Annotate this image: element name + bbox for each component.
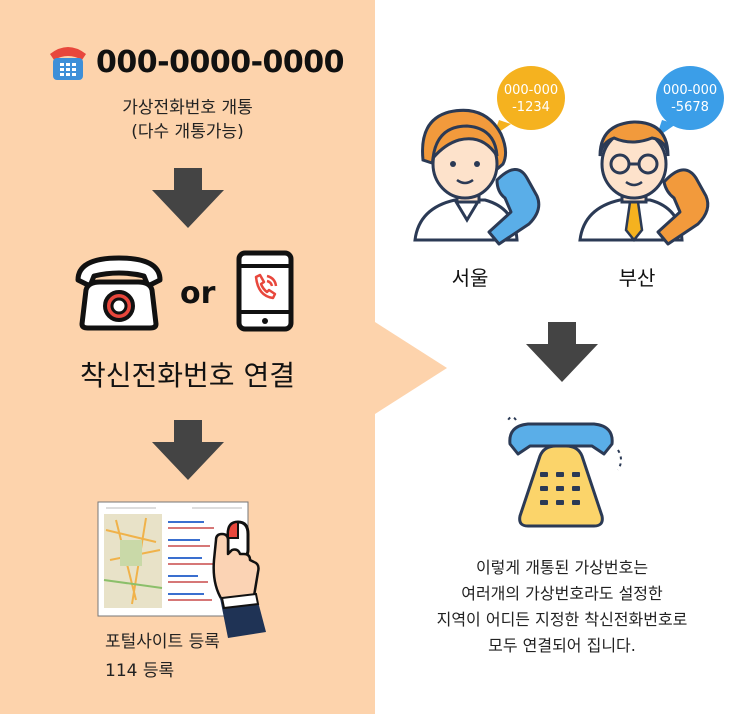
seoul-caller-illustration: 000-000 -1234 — [413, 66, 565, 246]
portal-label-line2: 114 등록 — [105, 661, 175, 681]
virtual-caption-line1: 가상전화번호 개통 — [122, 98, 253, 118]
seoul-bubble-line1: 000-000 — [504, 83, 558, 98]
down-arrow-icon — [152, 420, 224, 480]
office-telephone-icon — [507, 416, 622, 528]
down-arrow-icon — [152, 168, 224, 228]
virtual-caption-line2: (다수 개통가능) — [131, 122, 244, 142]
description-line2: 여러개의 가상번호라도 설정한 — [461, 584, 663, 603]
or-label: or — [180, 276, 216, 311]
desk-phone-icon — [75, 255, 163, 331]
portal-registration-label: 포털사이트 등록 114 등록 — [105, 628, 220, 686]
virtual-number-caption: 가상전화번호 개통 (다수 개통가능) — [0, 96, 375, 144]
call-forwarding-title: 착신전화번호 연결 — [80, 359, 295, 392]
description-line3: 지역이 어디든 지정한 착신전화번호로 — [436, 610, 688, 629]
virtual-number-header: 000-0000-0000 — [46, 42, 345, 82]
down-arrow-icon — [526, 322, 598, 382]
virtual-phone-number: 000-0000-0000 — [96, 44, 345, 80]
description-line1: 이렇게 개통된 가상번호는 — [475, 558, 649, 577]
flow-arrow — [375, 322, 447, 414]
telephone-icon — [50, 47, 86, 80]
seoul-bubble-line2: -1234 — [512, 100, 550, 115]
portal-site-screenshot — [97, 501, 266, 638]
portal-label-line1: 포털사이트 등록 — [105, 632, 220, 652]
busan-bubble-line2: -5678 — [671, 100, 709, 115]
description-text: 이렇게 개통된 가상번호는 여러개의 가상번호라도 설정한 지역이 어디든 지정… — [392, 555, 732, 659]
busan-bubble-line1: 000-000 — [663, 83, 717, 98]
busan-caller-illustration: 000-000 -5678 — [578, 66, 724, 246]
busan-label: 부산 — [618, 266, 656, 290]
description-line4: 모두 연결되어 집니다. — [488, 636, 636, 655]
seoul-label: 서울 — [451, 266, 489, 290]
smartphone-icon — [236, 250, 294, 332]
